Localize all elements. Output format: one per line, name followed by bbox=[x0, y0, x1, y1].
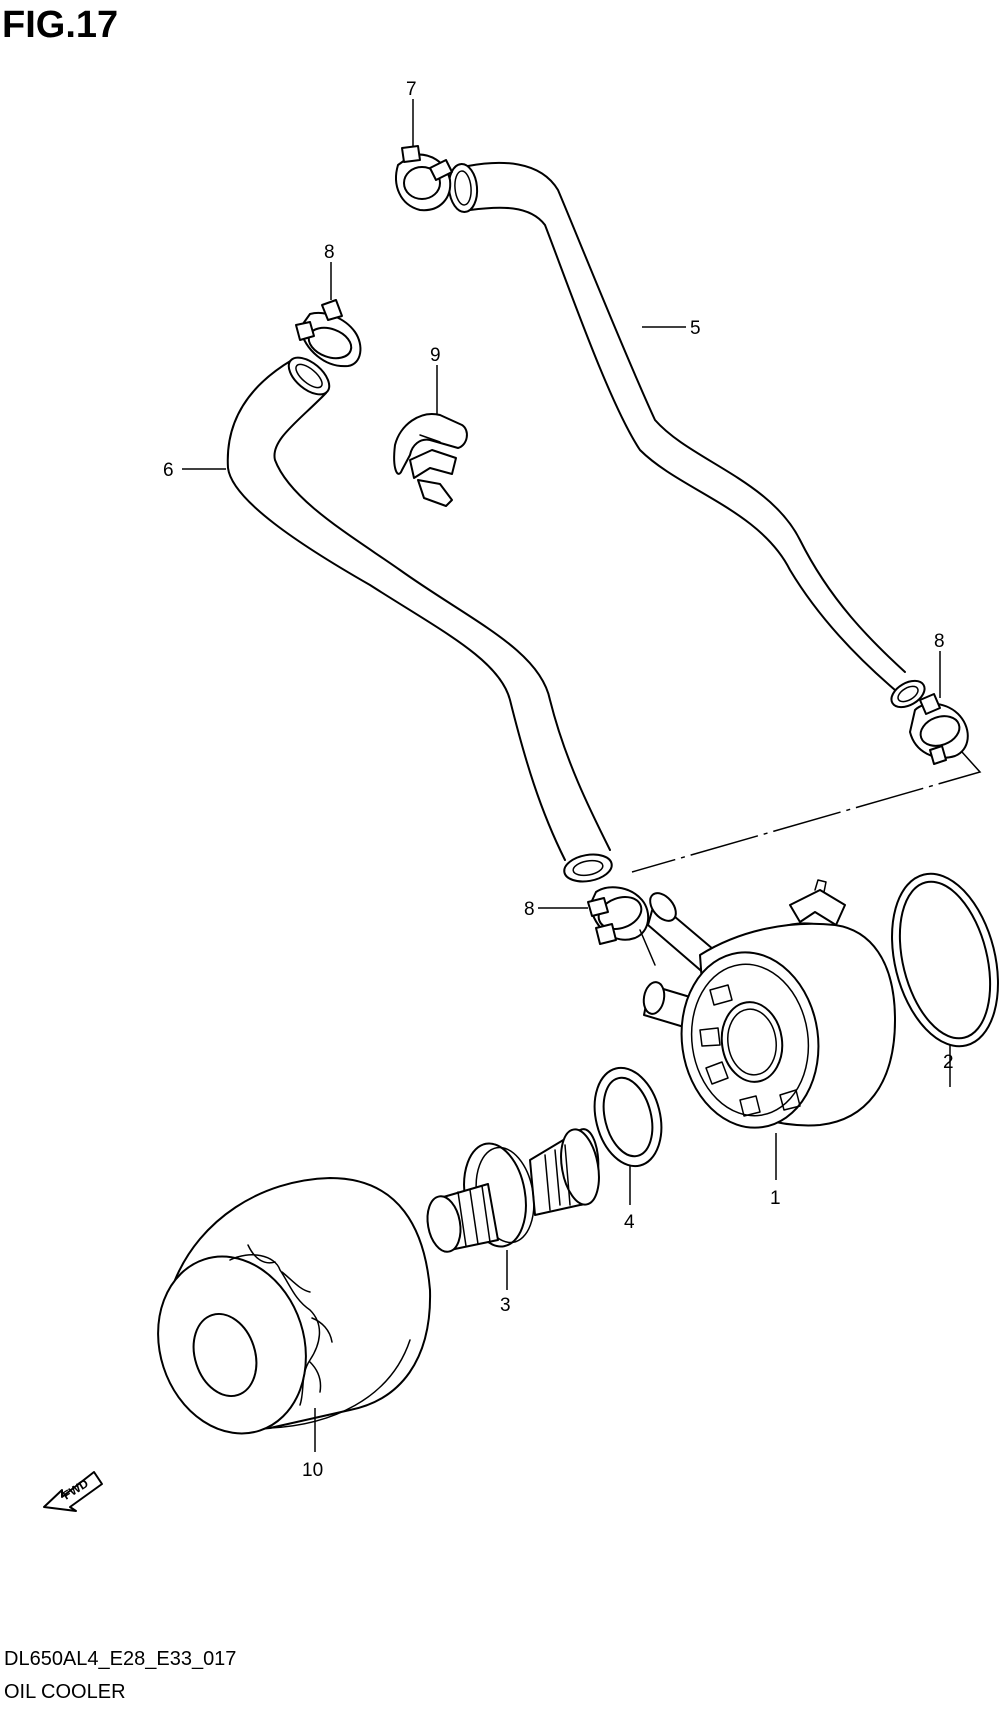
callout-5: 5 bbox=[690, 318, 701, 339]
callout-2: 2 bbox=[943, 1052, 954, 1073]
clamp-8-upper[interactable] bbox=[295, 299, 362, 368]
callout-9: 9 bbox=[430, 345, 441, 366]
callout-10: 10 bbox=[302, 1460, 323, 1481]
diagram-code: DL650AL4_E28_E33_017 bbox=[4, 1648, 237, 1670]
forward-direction-arrow: FWD bbox=[43, 1471, 103, 1512]
callout-7: 7 bbox=[406, 79, 417, 100]
washer-4[interactable] bbox=[585, 1061, 671, 1174]
oil-cooler-1[interactable] bbox=[639, 879, 903, 1137]
callout-8-lower: 8 bbox=[524, 899, 535, 920]
oil-filter-10[interactable] bbox=[136, 1177, 432, 1453]
union-bolt-3[interactable] bbox=[423, 1126, 604, 1254]
callout-3: 3 bbox=[500, 1295, 511, 1316]
callout-8-right: 8 bbox=[934, 631, 945, 652]
hose-5[interactable] bbox=[447, 161, 929, 713]
callout-4: 4 bbox=[624, 1212, 635, 1233]
clamp-8-right[interactable] bbox=[909, 693, 969, 765]
clamp-7[interactable] bbox=[395, 145, 453, 212]
o-ring-2[interactable] bbox=[875, 863, 1000, 1058]
figure-title: FIG.17 bbox=[2, 4, 119, 46]
callout-1: 1 bbox=[770, 1188, 781, 1209]
clamp-9[interactable] bbox=[393, 413, 468, 507]
hose-6[interactable] bbox=[226, 351, 614, 885]
clamp-8-lower[interactable] bbox=[587, 886, 650, 945]
callout-8-upper: 8 bbox=[324, 242, 335, 263]
callout-6: 6 bbox=[163, 460, 174, 481]
connection-line-hose5 bbox=[631, 751, 982, 873]
diagram-name: OIL COOLER bbox=[4, 1681, 126, 1703]
